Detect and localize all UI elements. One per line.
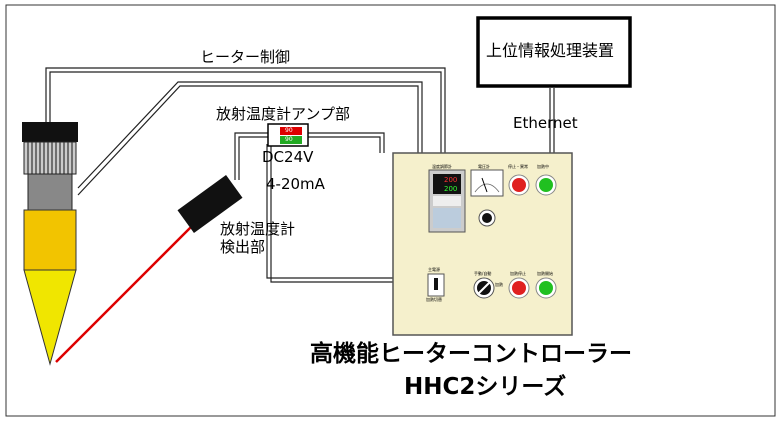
dc24v-label: DC24V bbox=[262, 148, 314, 166]
ethernet-cable bbox=[549, 88, 555, 153]
lamp1-label: 停止・異常 bbox=[508, 164, 528, 169]
controller-label: 温度調節計 bbox=[432, 164, 452, 169]
laser-beam bbox=[55, 221, 197, 363]
product-title: 高機能ヒーターコントローラー bbox=[310, 341, 632, 367]
sensor-label-line1: 放射温度計 bbox=[220, 220, 296, 238]
upper-system-label: 上位情報処理装置 bbox=[486, 41, 615, 60]
sensor-label-line2: 検出部 bbox=[220, 238, 266, 256]
product-series: HHC2シリーズ bbox=[404, 374, 567, 400]
amp-display-bottom: 90 bbox=[285, 136, 293, 143]
controller-panel bbox=[392, 152, 573, 336]
probe-heater-block bbox=[23, 209, 77, 271]
voltmeter bbox=[470, 169, 504, 197]
upper-system-box bbox=[476, 16, 632, 88]
controller-top-value: 200 bbox=[444, 176, 458, 184]
lamp2-label: 加熱中 bbox=[537, 164, 549, 169]
meter-label: 電圧計 bbox=[478, 164, 490, 169]
button2-label: 加熱開始 bbox=[537, 271, 553, 276]
amp-display-top: 90 bbox=[285, 127, 293, 134]
amp-unit bbox=[267, 123, 309, 147]
controller-bottom-value: 200 bbox=[444, 185, 458, 193]
selector-sublabel: 加熱 bbox=[495, 282, 503, 287]
probe-body bbox=[27, 173, 73, 211]
probe-tip-cone bbox=[23, 269, 77, 366]
diagram-border bbox=[5, 4, 776, 417]
main-switch-label: 主電源 bbox=[428, 267, 440, 272]
probe-knurl bbox=[23, 141, 77, 175]
probe-cap bbox=[22, 122, 78, 142]
amp-signal-cable bbox=[234, 132, 394, 283]
heater-control-cable bbox=[45, 67, 446, 196]
amp-title-label: 放射温度計アンプ部 bbox=[216, 105, 350, 123]
ethernet-label: Ethernet bbox=[513, 114, 578, 132]
main-switch-sublabel: 加熱切替 bbox=[426, 297, 442, 302]
sensor-head bbox=[177, 175, 243, 233]
selector-label: 手動/自動 bbox=[474, 271, 492, 276]
button1-label: 加熱停止 bbox=[510, 271, 526, 276]
heater-control-label: ヒーター制御 bbox=[200, 48, 291, 66]
ma-label: 4-20mA bbox=[266, 175, 325, 193]
heater-probe bbox=[22, 122, 78, 366]
